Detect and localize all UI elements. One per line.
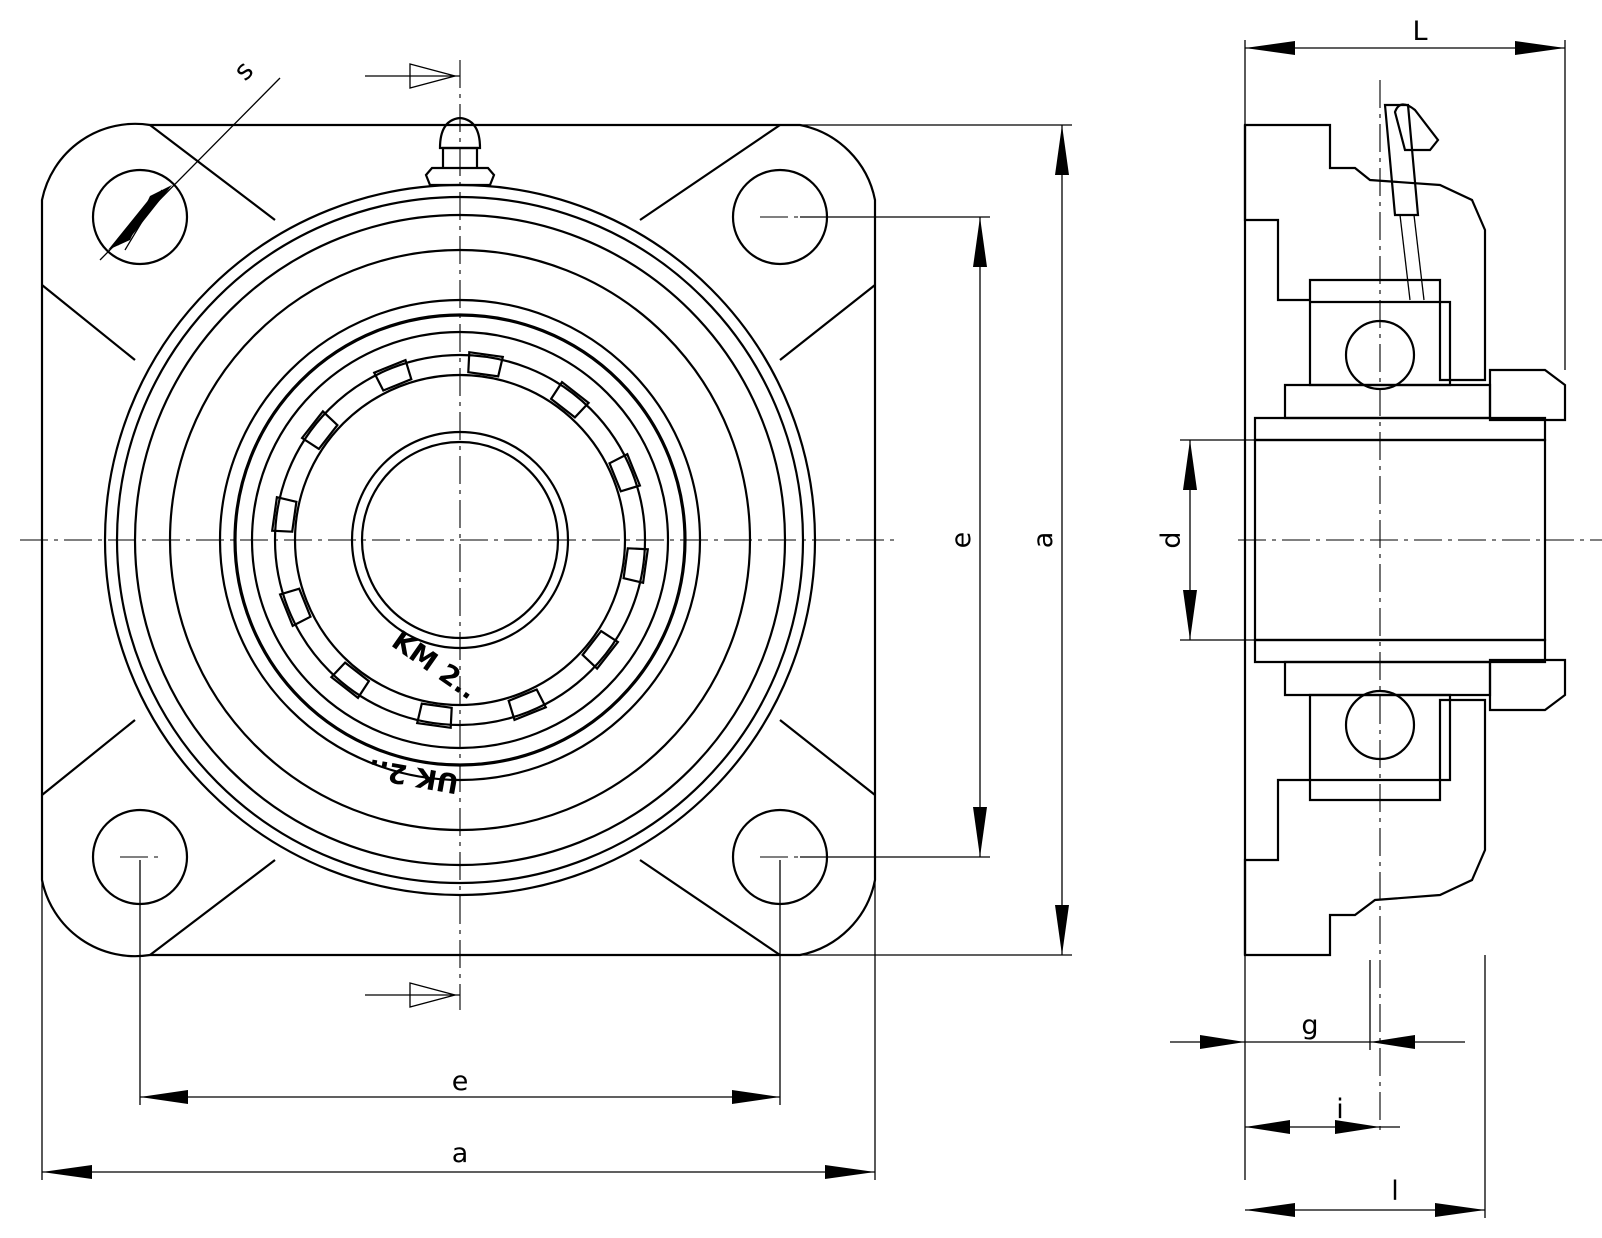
lug-lines <box>41 124 876 956</box>
dim-e-vertical-label: e <box>946 532 977 549</box>
locknut-tab <box>622 547 650 585</box>
sleeve-top <box>1253 416 1547 442</box>
locknut-tab <box>278 587 312 628</box>
dim-i: i <box>1245 1094 1400 1134</box>
dim-a-vertical-label: a <box>1028 532 1059 549</box>
dim-g-label: g <box>1301 1010 1318 1041</box>
dim-a-vertical: a <box>800 124 1072 956</box>
grease-nipple-side <box>1383 103 1440 301</box>
locknut-tab <box>329 661 371 700</box>
dim-s: s <box>99 55 281 261</box>
front-view: KM 2.. UK 2.. s e a <box>20 55 1072 1180</box>
bolt-hole-top-left <box>91 168 189 266</box>
locknut-tab <box>270 495 298 533</box>
dim-e-horizontal-label: e <box>452 1066 469 1097</box>
locknut-tabs <box>270 350 650 730</box>
locknut-tab <box>507 688 548 722</box>
dim-s-label: s <box>228 55 260 87</box>
locknut-tab <box>581 629 620 671</box>
dim-e-horizontal: e <box>139 860 781 1105</box>
locknut-tab <box>549 380 591 419</box>
locknut-tab <box>300 409 339 451</box>
housing-section-bottom <box>1243 698 1487 957</box>
dim-g: g <box>1170 955 1465 1180</box>
section-arrows <box>365 63 460 1008</box>
dim-l-label: l <box>1391 1176 1399 1207</box>
flange-outline <box>40 122 877 958</box>
locknut-tab <box>372 358 413 392</box>
housing-section-top <box>1243 123 1487 382</box>
locknut-tab <box>415 702 453 730</box>
inner-ring-top <box>1283 383 1492 420</box>
dim-a-horizontal-label: a <box>452 1138 469 1169</box>
inner-ring-bottom <box>1283 660 1492 697</box>
sleeve-bottom <box>1253 638 1547 664</box>
dim-d-label: d <box>1156 531 1187 548</box>
dim-L-label: L <box>1412 16 1427 47</box>
dim-d: d <box>1156 439 1255 641</box>
side-section-view: L d g i <box>1156 16 1602 1218</box>
dim-L: L <box>1244 16 1566 370</box>
locknut-tab <box>608 452 642 493</box>
locknut-bottom <box>1488 658 1567 712</box>
dim-i-label: i <box>1336 1094 1344 1125</box>
dim-e-vertical: e <box>800 216 990 858</box>
dim-a-horizontal: a <box>41 880 876 1180</box>
dim-l: l <box>1245 955 1486 1218</box>
locknut-tab <box>467 350 505 378</box>
locknut-top <box>1488 368 1567 422</box>
